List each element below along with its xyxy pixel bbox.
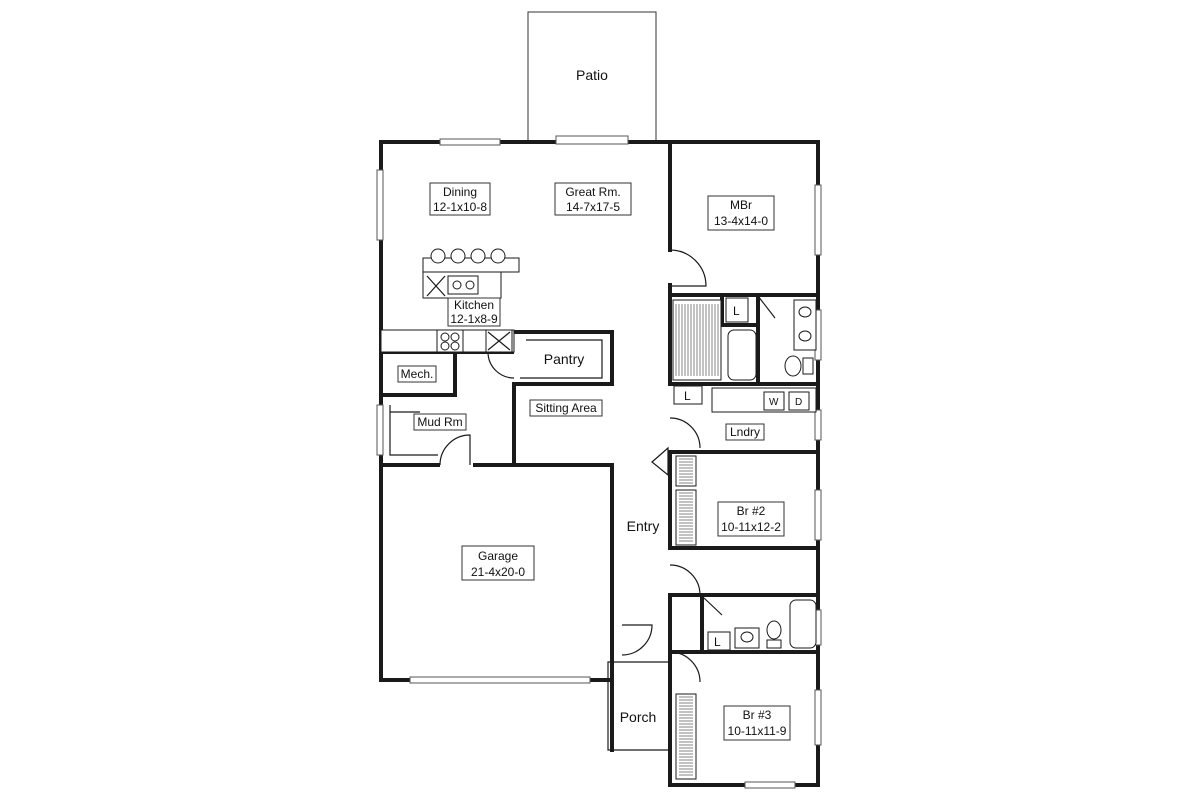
porch-outline bbox=[607, 661, 671, 751]
master-bath-fixtures: L bbox=[725, 297, 817, 381]
bedroom-2-label: Br #2 bbox=[737, 504, 766, 518]
master-linen-label: L bbox=[733, 304, 740, 318]
master-bedroom-label: MBr bbox=[730, 198, 752, 212]
great-room-size: 14-7x17-5 bbox=[566, 200, 620, 214]
room-labels: Patio Dining 12-1x10-8 Great Rm. 14-7x17… bbox=[397, 67, 791, 741]
bedroom-3-size: 10-11x11-9 bbox=[728, 724, 787, 738]
dining-size: 12-1x10-8 bbox=[433, 200, 487, 214]
pantry-shelf bbox=[520, 339, 603, 379]
mud-room-bench bbox=[389, 405, 438, 456]
garage-door bbox=[409, 676, 591, 684]
hall-bath-fixtures: L bbox=[707, 599, 817, 651]
laundry-linen-label: L bbox=[684, 389, 691, 403]
closet-hatching bbox=[675, 304, 719, 776]
dryer-label: D bbox=[795, 397, 802, 408]
mud-room-label: Mud Rm bbox=[417, 415, 462, 429]
garage-size: 21-4x20-0 bbox=[471, 565, 525, 579]
mech-label: Mech. bbox=[401, 367, 434, 381]
patio-label: Patio bbox=[576, 67, 608, 83]
master-bedroom-size: 13-4x14-0 bbox=[714, 214, 768, 228]
sitting-area-label: Sitting Area bbox=[535, 401, 597, 415]
pantry-label: Pantry bbox=[544, 351, 584, 367]
kitchen-fixtures bbox=[380, 248, 520, 353]
bedroom-3-label: Br #3 bbox=[743, 708, 772, 722]
dining-label: Dining bbox=[443, 185, 477, 199]
kitchen-size: 12-1x8-9 bbox=[450, 312, 498, 326]
garage-label: Garage bbox=[478, 549, 518, 563]
great-room-label: Great Rm. bbox=[565, 185, 620, 199]
windows bbox=[376, 135, 822, 789]
laundry-fixtures: W D L bbox=[673, 385, 817, 413]
kitchen-label: Kitchen bbox=[454, 298, 494, 312]
porch-label: Porch bbox=[620, 709, 657, 725]
washer-label: W bbox=[769, 397, 779, 408]
door-swings bbox=[439, 249, 776, 683]
hall-linen-label: L bbox=[714, 635, 721, 649]
laundry-label: Lndry bbox=[730, 425, 760, 439]
bedroom-2-size: 10-11x12-2 bbox=[721, 520, 781, 534]
entry-label: Entry bbox=[627, 518, 660, 534]
